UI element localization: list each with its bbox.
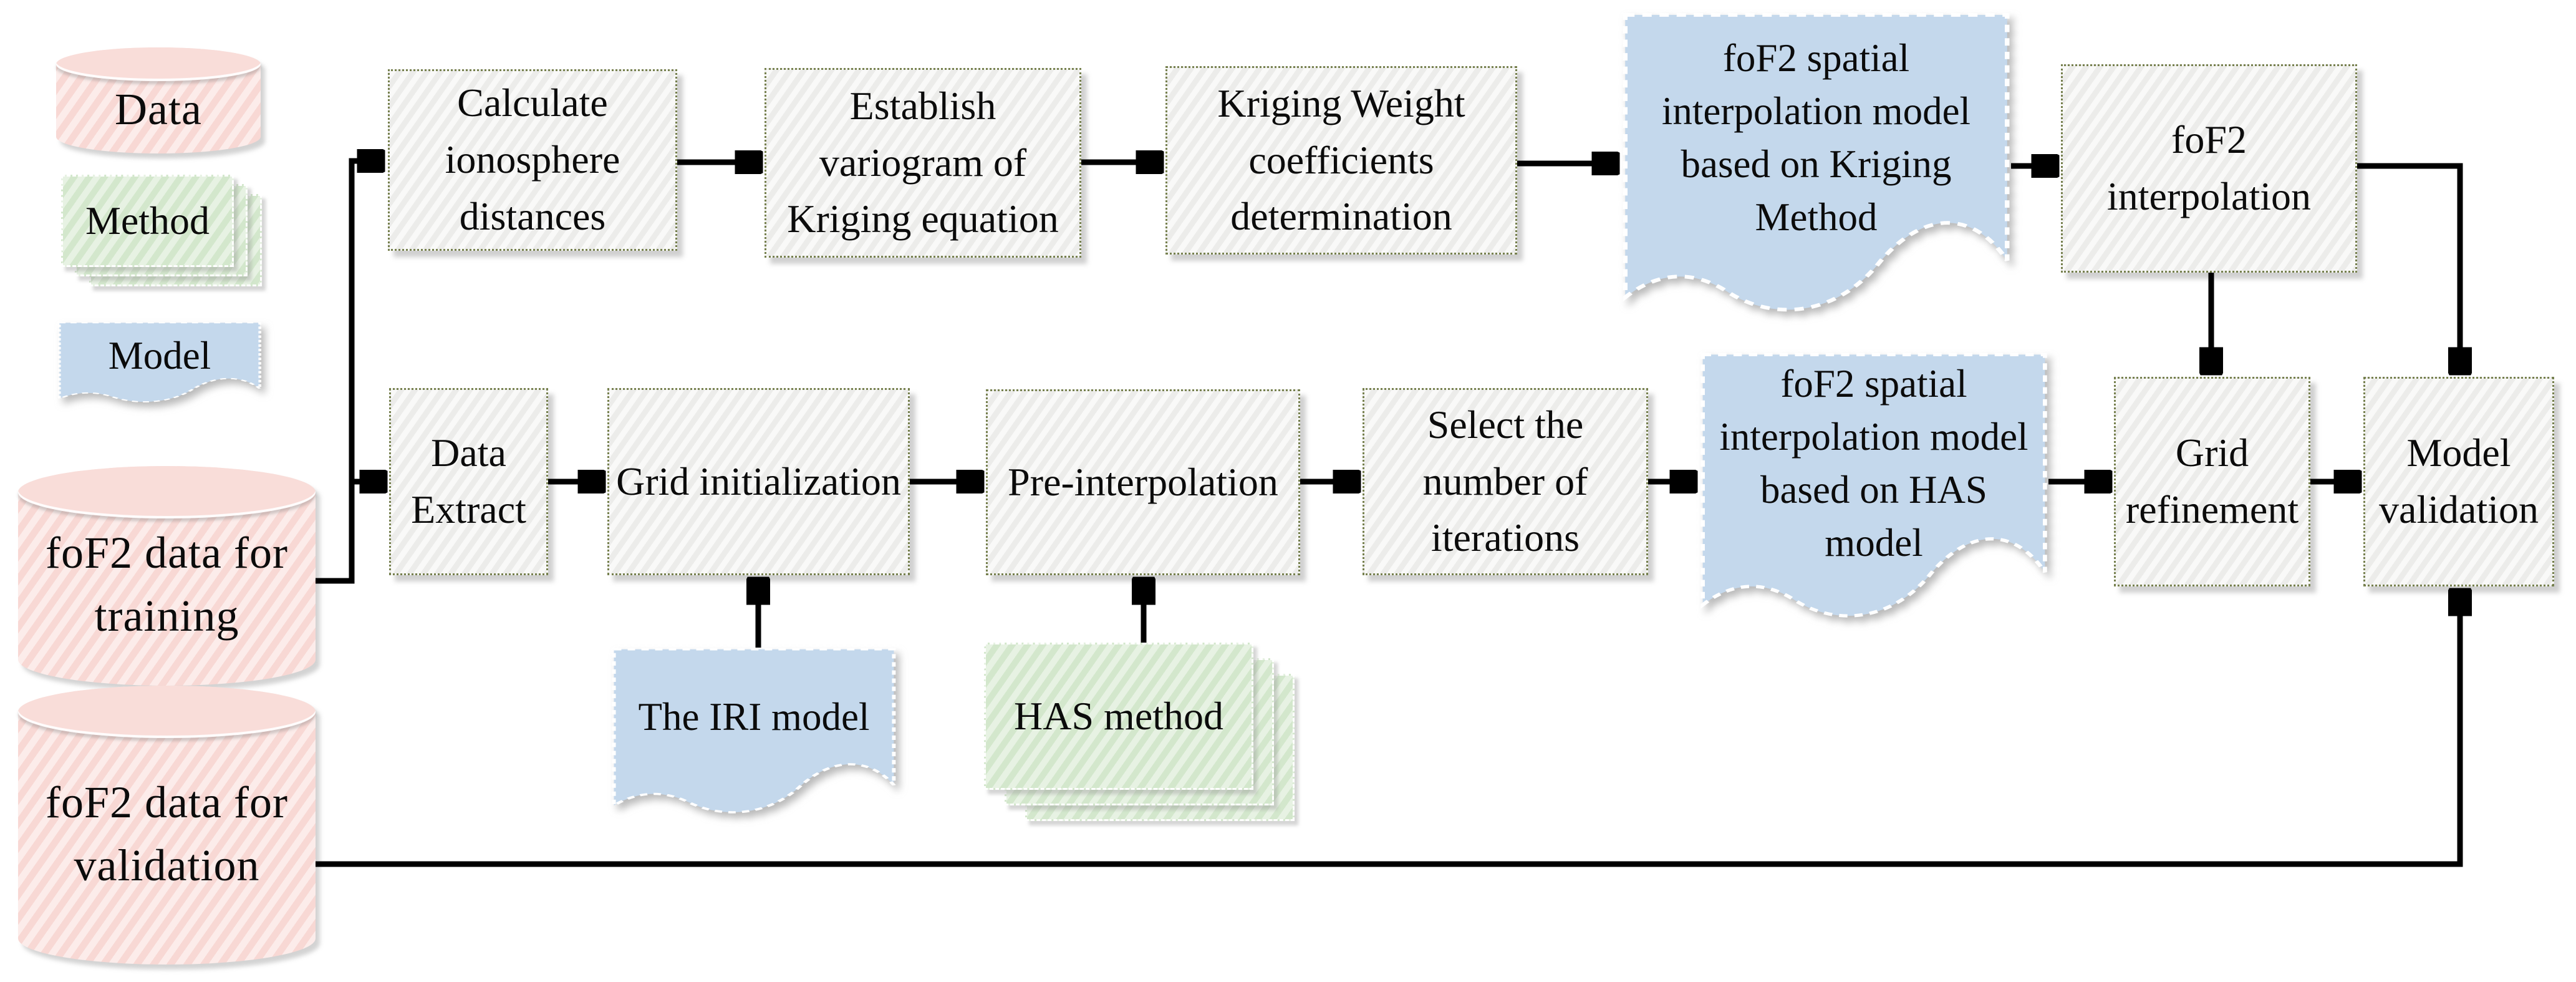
legend-model-shape-path (57, 322, 262, 402)
process-grid-refinement-label: Grid refinement (2125, 430, 2299, 532)
process-kriging-weights-label: Kriging Weight coefficients determinatio… (1217, 80, 1465, 239)
legend-method-label: Method (85, 198, 210, 243)
model-kriging-shape (1623, 12, 2010, 312)
datastore-training-label: foF2 data for training (46, 528, 288, 641)
legend-data-label: Data (115, 84, 202, 134)
datastore-validation-label: foF2 data for validation (46, 777, 288, 890)
model-iri-document: The IRI model (611, 648, 897, 817)
process-fof2-interpolation-label: foF2 interpolation (2106, 117, 2312, 218)
datastore-validation-cylinder: foF2 data for validation (18, 686, 316, 965)
process-kriging-weights: Kriging Weight coefficients determinatio… (1165, 66, 1517, 255)
process-pre-interpolation-label: Pre-interpolation (1008, 459, 1278, 504)
process-model-validation: Model validation (2363, 377, 2554, 586)
legend-data-cylinder: Data (56, 47, 261, 153)
process-grid-initialization: Grid initialization (607, 388, 910, 575)
model-has-label: foF2 spatial interpolation model based o… (1719, 361, 2028, 565)
process-model-validation-label: Model validation (2379, 430, 2539, 532)
method-has-label: HAS method (1014, 694, 1223, 738)
process-establish-variogram-label: Establish variogram of Kriging equation (787, 83, 1059, 241)
datastore-training-cylinder: foF2 data for training (18, 466, 316, 686)
process-fof2-interpolation: foF2 interpolation (2061, 64, 2357, 273)
model-kriging-shape-path (1623, 12, 2010, 312)
process-select-iterations: Select the number of iterations (1363, 388, 1648, 575)
process-grid-refinement: Grid refinement (2114, 377, 2310, 586)
process-data-extract: Data Extract (389, 388, 548, 575)
process-select-iterations-label: Select the number of iterations (1422, 402, 1588, 560)
model-has-document: foF2 spatial interpolation model based o… (1699, 352, 2048, 624)
process-data-extract-label: Data Extract (411, 430, 526, 532)
model-kriging-document: foF2 spatial interpolation model based o… (1621, 12, 2011, 319)
method-has-stack-front: HAS method (984, 643, 1253, 790)
arrow-interpolation-to-model-validation (2357, 163, 2460, 372)
process-calc-ionosphere-distances: Calculate ionosphere distances (388, 69, 677, 251)
process-pre-interpolation: Pre-interpolation (986, 389, 1300, 575)
legend-model-label: Model (108, 333, 211, 377)
legend-model-document: Model (57, 322, 262, 404)
process-calc-ionosphere-distances-label: Calculate ionosphere distances (445, 80, 620, 238)
model-iri-label: The IRI model (638, 695, 870, 739)
process-establish-variogram: Establish variogram of Kriging equation (765, 68, 1081, 258)
legend-method-stack-front: Method (61, 175, 234, 267)
legend-model-shape (57, 322, 262, 402)
process-grid-initialization-label: Grid initialization (616, 459, 901, 503)
arrow-training-to-calc-distances (316, 161, 382, 584)
model-kriging-label: foF2 spatial interpolation model based o… (1661, 36, 1971, 239)
